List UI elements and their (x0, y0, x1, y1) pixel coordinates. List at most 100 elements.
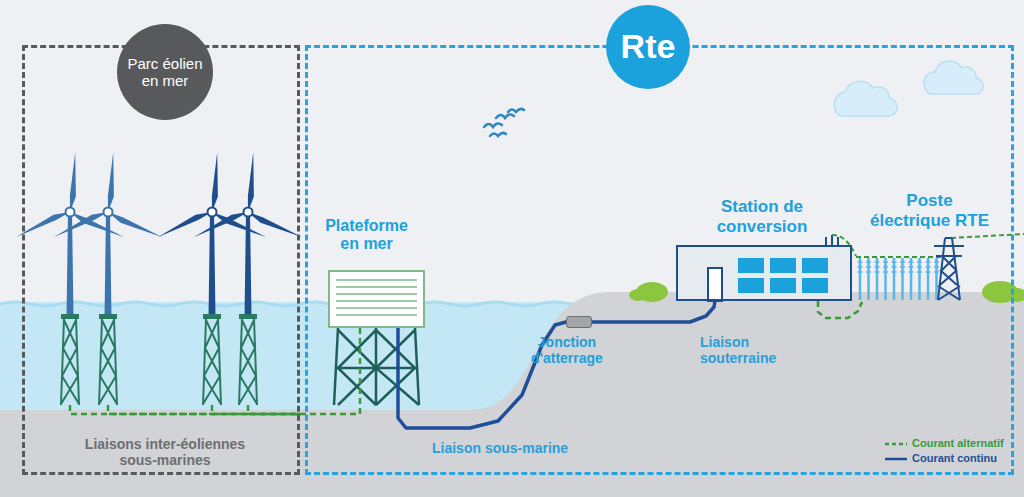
insulator (867, 258, 870, 300)
rte-logo-circle: Rte (606, 5, 690, 89)
ac-wires (832, 234, 1024, 257)
turbine-blade (194, 212, 248, 237)
insulator-disc (866, 271, 871, 273)
conversion-building (676, 235, 852, 301)
turbine-hub (104, 208, 113, 217)
insulator (935, 258, 938, 300)
insulator (910, 258, 913, 300)
insulator-disc (917, 261, 922, 263)
insulator-disc (917, 266, 922, 268)
region-title: Parc éolien en mer (122, 55, 208, 90)
birds (484, 109, 524, 136)
insulator-disc (934, 261, 939, 263)
cloud (834, 61, 983, 116)
offshore-platform: Plateforme en mer (328, 270, 425, 328)
turbine-blade (54, 212, 108, 237)
insulator-disc (926, 266, 931, 268)
substation-heading: Poste électrique RTE (867, 191, 992, 230)
sea-surface (0, 302, 600, 306)
insulator-disc (926, 271, 931, 273)
dc-connector (592, 301, 715, 322)
turbine-blade (158, 212, 212, 237)
insulator (876, 258, 879, 300)
turbine-hub (208, 208, 217, 217)
rte-region: RtePlateforme en merJonction d'atterrage… (305, 45, 1014, 475)
insulator-disc (917, 271, 922, 273)
ac-connector (818, 301, 862, 318)
turbine-blade (248, 212, 302, 237)
inter-turbine-cable (108, 405, 300, 414)
inter-turbine-cable (212, 405, 300, 414)
insulator-disc (900, 266, 905, 268)
turbine-blade (212, 152, 218, 212)
insulator-disc (900, 271, 905, 273)
ground (0, 292, 1024, 497)
insulator-disc (900, 261, 905, 263)
insulator-disc (926, 261, 931, 263)
wind-farm-region: Parc éolien en mer (22, 45, 300, 475)
turbine-blade (108, 152, 114, 212)
insulator-disc (858, 261, 863, 263)
insulator-disc (875, 261, 880, 263)
insulator-disc (892, 261, 897, 263)
insulator-disc (883, 271, 888, 273)
turbine-hub (244, 208, 253, 217)
insulator-disc (866, 261, 871, 263)
insulator-disc (909, 261, 914, 263)
insulator-disc (858, 271, 863, 273)
jacket-foundation (203, 318, 221, 405)
turbine-tower (105, 212, 112, 318)
inter-turbine-cable (70, 405, 300, 414)
cable-label: Liaison sous-marine (432, 440, 592, 456)
wind-turbines (16, 152, 303, 414)
insulator-disc (892, 271, 897, 273)
substation-insulators (858, 258, 940, 300)
turbine-hub (66, 208, 75, 217)
insulator-disc (858, 266, 863, 268)
region-title-circle: Parc éolien en mer (117, 24, 213, 120)
jacket-foundation (239, 318, 257, 405)
rte-logo: Rte (610, 27, 686, 66)
landing-junction: Jonction d'atterrage (566, 316, 592, 328)
insulator-disc (883, 261, 888, 263)
insulator-disc (866, 266, 871, 268)
insulator (859, 258, 862, 300)
cable-label: Liaisons inter-éoliennes sous-marines (65, 436, 265, 468)
legend-line (885, 443, 907, 446)
insulator (893, 258, 896, 300)
insulator-disc (883, 266, 888, 268)
station-heading: Station de conversion (707, 197, 817, 236)
jacket-foundation (99, 318, 117, 405)
insulator (901, 258, 904, 300)
insulator (884, 258, 887, 300)
turbine-blade (70, 152, 76, 212)
turbine-blade (248, 152, 254, 212)
junction-label: Jonction d'atterrage (522, 334, 612, 366)
insulator-disc (934, 271, 939, 273)
legend-sample (884, 453, 908, 465)
platform-structure (328, 270, 425, 405)
legend-text: Courant alternatif (912, 437, 1022, 450)
insulator-disc (909, 266, 914, 268)
turbine-blade (108, 212, 162, 237)
legend-text: Courant continu (912, 452, 1022, 465)
insulator-disc (909, 271, 914, 273)
legend-line (885, 458, 907, 461)
insulator-disc (934, 266, 939, 268)
platform-heading: Plateforme en mer (319, 217, 414, 254)
turbine-tower (245, 212, 252, 318)
insulator (918, 258, 921, 300)
insulator-disc (892, 266, 897, 268)
cable-label: Liaison souterraine (700, 334, 790, 366)
insulator-disc (875, 266, 880, 268)
insulator-disc (875, 271, 880, 273)
ac-connector (300, 328, 360, 414)
legend-sample (884, 438, 908, 450)
pylon (934, 238, 964, 300)
insulator (927, 258, 930, 300)
inter-turbine-cable (248, 405, 300, 414)
jacket-foundation (61, 318, 79, 405)
